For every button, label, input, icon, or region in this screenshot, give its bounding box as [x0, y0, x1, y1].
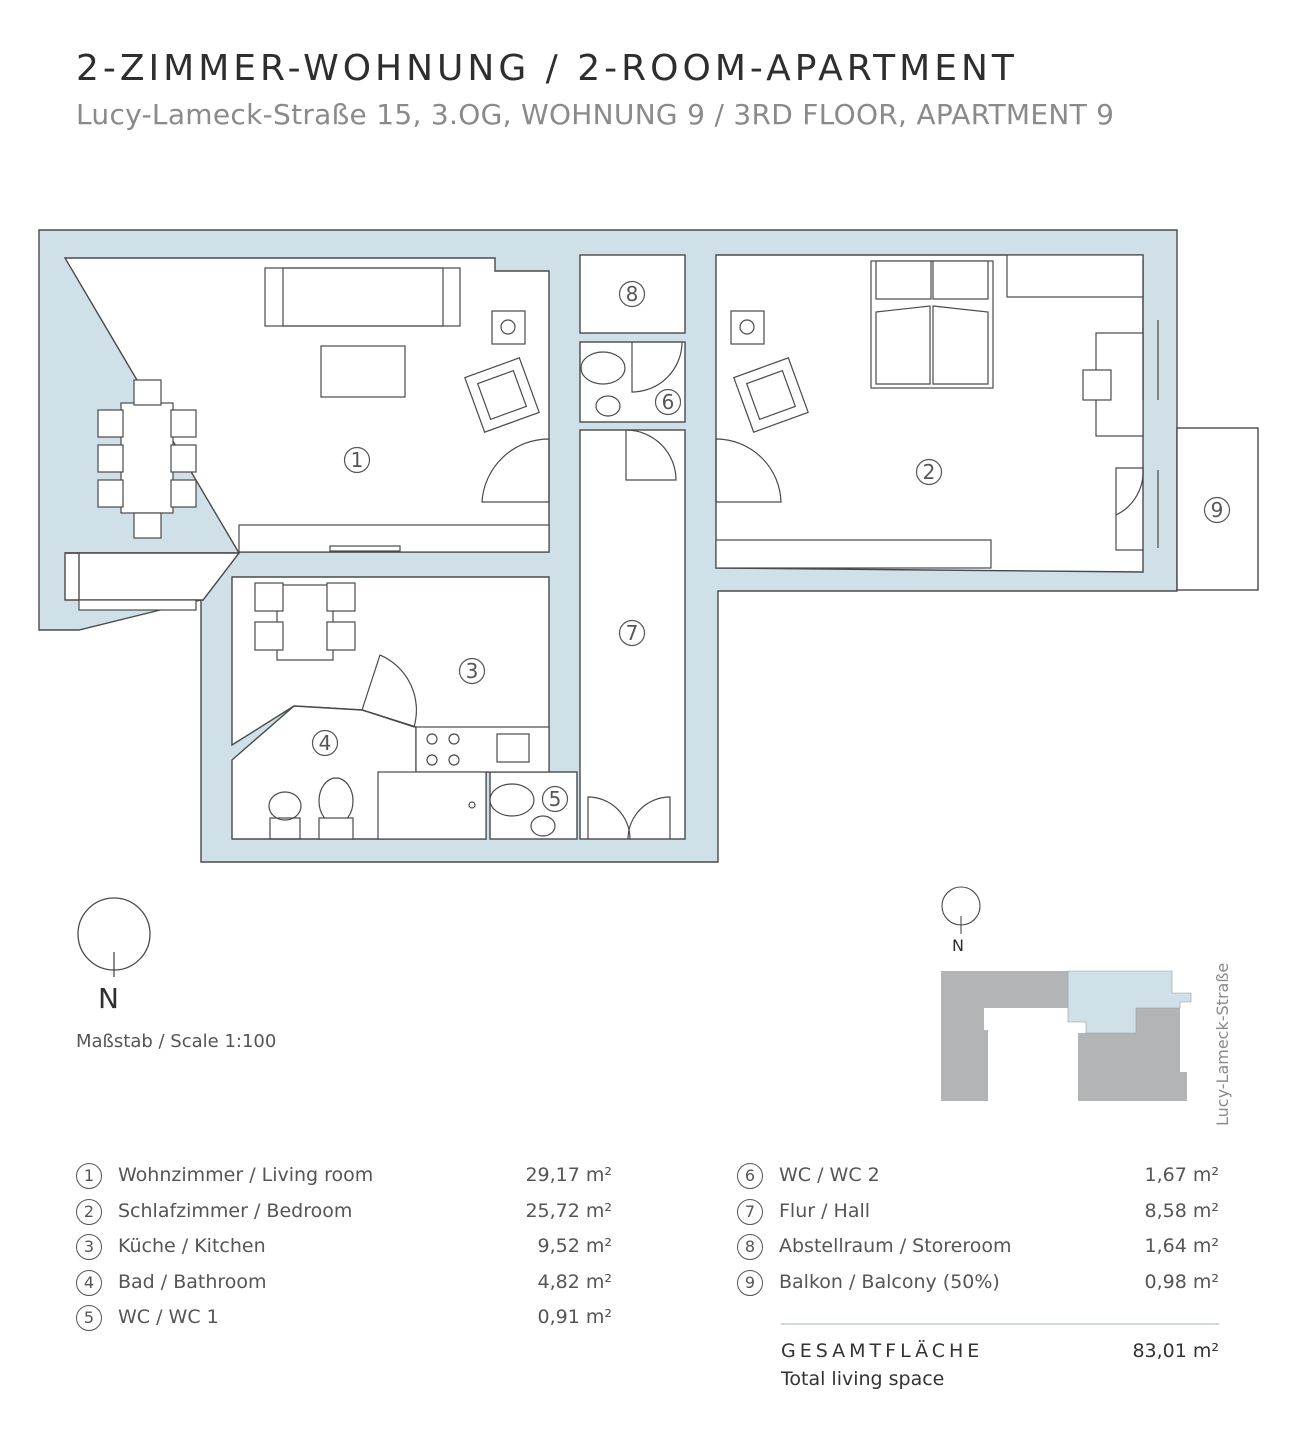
- legend-label: Schlafzimmer / Bedroom: [118, 1199, 353, 1222]
- kitchen-table: [276, 584, 334, 661]
- north-compass-icon: [77, 897, 151, 977]
- room-marker-5: [541, 785, 569, 813]
- room-label-3: 3: [466, 659, 479, 683]
- legend-num: 7: [737, 1198, 763, 1225]
- room-marker-labels: 1 2 3 4 5 6 7 8 9: [319, 282, 1224, 811]
- room-marker-7: [618, 619, 646, 647]
- total-label: GESAMTFLÄCHE: [781, 1340, 984, 1362]
- street-label: Lucy-Lameck-Straße: [1213, 962, 1232, 1126]
- room-marker-3: [458, 657, 486, 685]
- building-outline: [941, 971, 1068, 1101]
- room-marker-1: [343, 446, 371, 474]
- room-label-8: 8: [626, 282, 639, 306]
- room-marker-4: [311, 729, 339, 757]
- sink-bath: [268, 791, 302, 821]
- legend-area: 0,91 m²: [537, 1306, 612, 1328]
- room-marker-8: [618, 280, 646, 308]
- room-label-1: 1: [351, 448, 364, 472]
- sink-wc2: [595, 395, 621, 417]
- room-label-7: 7: [626, 621, 639, 645]
- legend-num: 8: [737, 1234, 763, 1260]
- washer: [377, 771, 487, 840]
- legend-row: 6 WC / WC 2 1,67 m²: [737, 1163, 1219, 1199]
- legend-row: 2 Schlafzimmer / Bedroom 25,72 m²: [76, 1198, 612, 1235]
- total-divider: [781, 1323, 1219, 1325]
- small-north-label: N: [952, 936, 964, 955]
- room-marker-6: [654, 388, 682, 416]
- building-outline-right: [1078, 1008, 1187, 1101]
- legend-label: Bad / Bathroom: [118, 1270, 267, 1293]
- site-plan: [941, 886, 1192, 1101]
- dresser: [715, 539, 992, 569]
- window-sill-living: [78, 599, 197, 611]
- legend-left: 1 Wohnzimmer / Living room 29,17 m² 2 Sc…: [76, 1163, 612, 1341]
- page-title: 2-ZIMMER-WOHNUNG / 2-ROOM-APARTMENT: [76, 48, 1018, 89]
- furniture: [78, 254, 1144, 840]
- room-label-9: 9: [1211, 498, 1224, 522]
- sink-wc1: [530, 815, 556, 837]
- legend-row: 5 WC / WC 1 0,91 m²: [76, 1305, 612, 1341]
- room-markers: [311, 280, 1231, 813]
- north-label: N: [98, 982, 119, 1015]
- legend-area: 8,58 m²: [1144, 1199, 1219, 1222]
- room-marker-9: [1203, 496, 1231, 524]
- legend-row: 9 Balkon / Balcony (50%) 0,98 m²: [737, 1269, 1219, 1306]
- toilet-bath: [318, 777, 354, 825]
- legend-area: 1,64 m²: [1144, 1235, 1219, 1257]
- floor-plan: 1 2 3 4 5 6 7 8 9: [38, 229, 1259, 863]
- legend-num: 5: [76, 1305, 102, 1331]
- room-marker-2: [915, 458, 943, 486]
- legend-row: 7 Flur / Hall 8,58 m²: [737, 1198, 1219, 1235]
- legend-label: Abstellraum / Storeroom: [779, 1235, 1012, 1257]
- legend-label: WC / WC 2: [779, 1164, 880, 1186]
- legend-area: 29,17 m²: [525, 1164, 612, 1186]
- room-label-6: 6: [662, 390, 675, 414]
- scale-label: Maßstab / Scale 1:100: [76, 1031, 277, 1052]
- legend-row: 4 Bad / Bathroom 4,82 m²: [76, 1269, 612, 1306]
- legend-area: 25,72 m²: [525, 1199, 612, 1222]
- room-label-5: 5: [549, 787, 562, 811]
- legend-area: 0,98 m²: [1144, 1270, 1219, 1293]
- toilet-wc1: [489, 783, 535, 817]
- room-interiors: [63, 254, 1259, 840]
- total-sublabel: Total living space: [781, 1368, 945, 1390]
- legend-num: 1: [76, 1163, 102, 1189]
- room-label-4: 4: [319, 731, 332, 755]
- legend-label: WC / WC 1: [118, 1306, 219, 1328]
- legend-num: 4: [76, 1269, 102, 1296]
- wardrobe-bedroom: [1006, 254, 1144, 298]
- room-label-2: 2: [923, 460, 936, 484]
- legend-num: 2: [76, 1198, 102, 1225]
- doors: [361, 260, 1159, 840]
- legend-num: 9: [737, 1269, 763, 1296]
- legend-row: 8 Abstellraum / Storeroom 1,64 m²: [737, 1234, 1219, 1270]
- legend-area: 1,67 m²: [1144, 1164, 1219, 1186]
- legend-num: 3: [76, 1234, 102, 1260]
- legend-label: Balkon / Balcony (50%): [779, 1270, 1000, 1293]
- legend-num: 6: [737, 1163, 763, 1189]
- dining-table: [120, 402, 174, 514]
- legend-row: 3 Küche / Kitchen 9,52 m²: [76, 1234, 612, 1270]
- legend-right: 6 WC / WC 2 1,67 m² 7 Flur / Hall 8,58 m…: [737, 1163, 1219, 1305]
- legend-area: 4,82 m²: [537, 1270, 612, 1293]
- legend-label: Wohnzimmer / Living room: [118, 1164, 374, 1186]
- sideboard: [264, 267, 461, 327]
- legend-label: Küche / Kitchen: [118, 1235, 266, 1257]
- legend-area: 9,52 m²: [537, 1235, 612, 1257]
- legend-label: Flur / Hall: [779, 1199, 871, 1222]
- toilet-wc2: [580, 351, 626, 385]
- apartment-highlight: [1067, 970, 1192, 1034]
- coffee-table: [320, 345, 406, 398]
- page-subtitle: Lucy-Lameck-Straße 15, 3.OG, WOHNUNG 9 /…: [76, 98, 1115, 131]
- total-value: 83,01 m²: [1132, 1340, 1219, 1362]
- legend-row: 1 Wohnzimmer / Living room 29,17 m²: [76, 1163, 612, 1199]
